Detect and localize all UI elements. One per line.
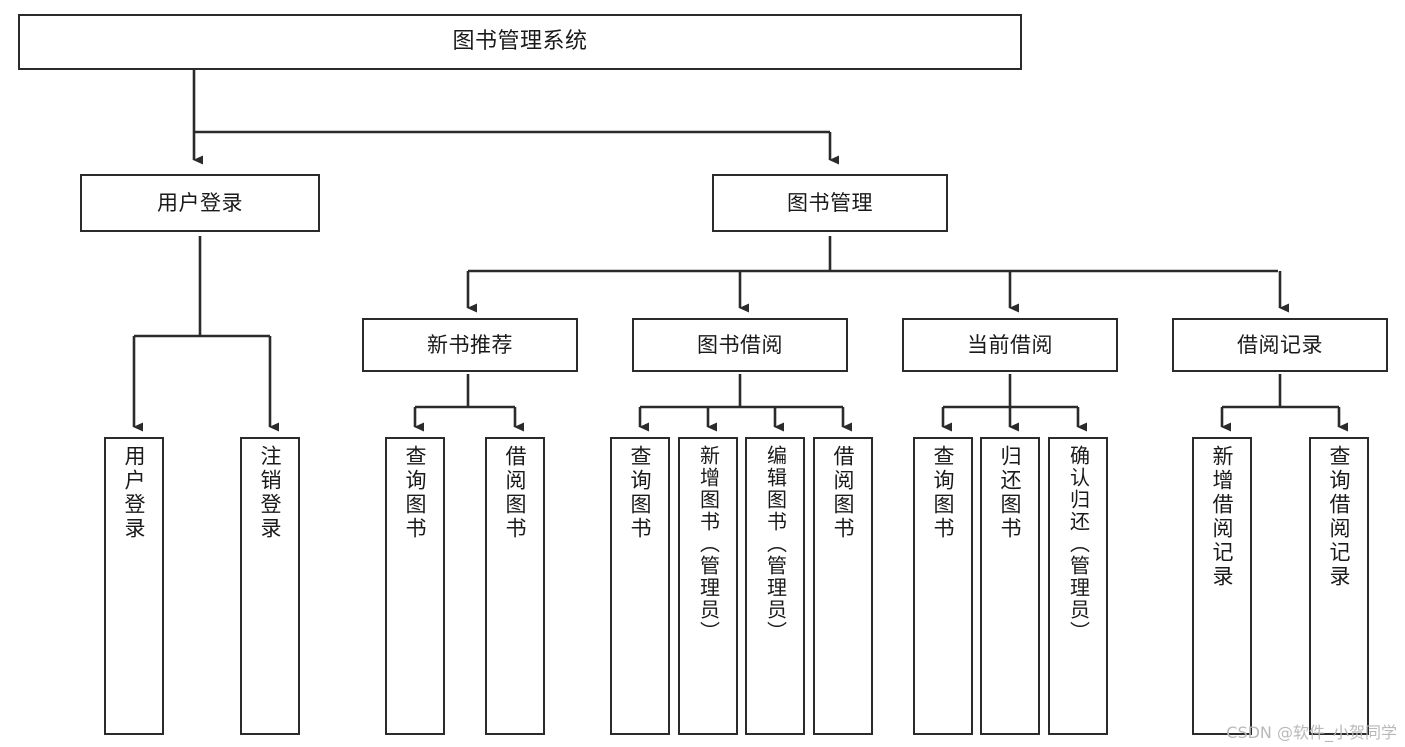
leaf-borrow-borrow-books[interactable]: 借阅图书 bbox=[813, 437, 873, 735]
node-label: 新增图书（管理员） bbox=[696, 445, 721, 643]
node-label: 借阅图书 bbox=[503, 445, 528, 541]
node-label: 用户登录 bbox=[157, 190, 243, 215]
node-new-book-recommendation[interactable]: 新书推荐 bbox=[362, 318, 578, 372]
leaf-records-query-borrow-record[interactable]: 查询借阅记录 bbox=[1309, 437, 1369, 735]
node-label: 图书管理 bbox=[787, 190, 873, 215]
node-label: 查询图书 bbox=[628, 445, 653, 541]
node-borrow-records[interactable]: 借阅记录 bbox=[1172, 318, 1388, 372]
node-book-borrow[interactable]: 图书借阅 bbox=[632, 318, 848, 372]
node-label: 新书推荐 bbox=[427, 332, 513, 357]
leaf-borrow-edit-book-admin[interactable]: 编辑图书（管理员） bbox=[745, 437, 805, 735]
node-label: 借阅记录 bbox=[1237, 332, 1323, 357]
leaf-borrow-query-books[interactable]: 查询图书 bbox=[610, 437, 670, 735]
node-label: 归还图书 bbox=[998, 445, 1023, 541]
node-label: 查询借阅记录 bbox=[1327, 445, 1352, 589]
node-label: 新增借阅记录 bbox=[1210, 445, 1235, 589]
leaf-borrow-add-book-admin[interactable]: 新增图书（管理员） bbox=[678, 437, 738, 735]
node-label: 用户登录 bbox=[122, 445, 147, 541]
node-label: 图书管理系统 bbox=[452, 29, 588, 55]
leaf-current-query-books[interactable]: 查询图书 bbox=[913, 437, 973, 735]
node-book-management[interactable]: 图书管理 bbox=[712, 174, 948, 232]
node-label: 注销登录 bbox=[258, 445, 283, 541]
node-current-borrow[interactable]: 当前借阅 bbox=[902, 318, 1118, 372]
node-label: 当前借阅 bbox=[967, 332, 1053, 357]
watermark-csdn: CSDN @软件_小贺同学 bbox=[1226, 723, 1397, 742]
node-label: 查询图书 bbox=[931, 445, 956, 541]
leaf-new-book-query-books[interactable]: 查询图书 bbox=[385, 437, 445, 735]
node-label: 查询图书 bbox=[403, 445, 428, 541]
leaf-logout[interactable]: 注销登录 bbox=[240, 437, 300, 735]
leaf-new-book-borrow-books[interactable]: 借阅图书 bbox=[485, 437, 545, 735]
leaf-current-return-books[interactable]: 归还图书 bbox=[980, 437, 1040, 735]
leaf-records-add-borrow-record[interactable]: 新增借阅记录 bbox=[1192, 437, 1252, 735]
node-user-login[interactable]: 用户登录 bbox=[80, 174, 320, 232]
leaf-user-login[interactable]: 用户登录 bbox=[104, 437, 164, 735]
node-root-book-management-system[interactable]: 图书管理系统 bbox=[18, 14, 1022, 70]
leaf-current-confirm-return-admin[interactable]: 确认归还（管理员） bbox=[1048, 437, 1108, 735]
node-label: 图书借阅 bbox=[697, 332, 783, 357]
node-label: 编辑图书（管理员） bbox=[763, 445, 788, 643]
node-label: 确认归还（管理员） bbox=[1066, 445, 1091, 643]
node-label: 借阅图书 bbox=[831, 445, 856, 541]
